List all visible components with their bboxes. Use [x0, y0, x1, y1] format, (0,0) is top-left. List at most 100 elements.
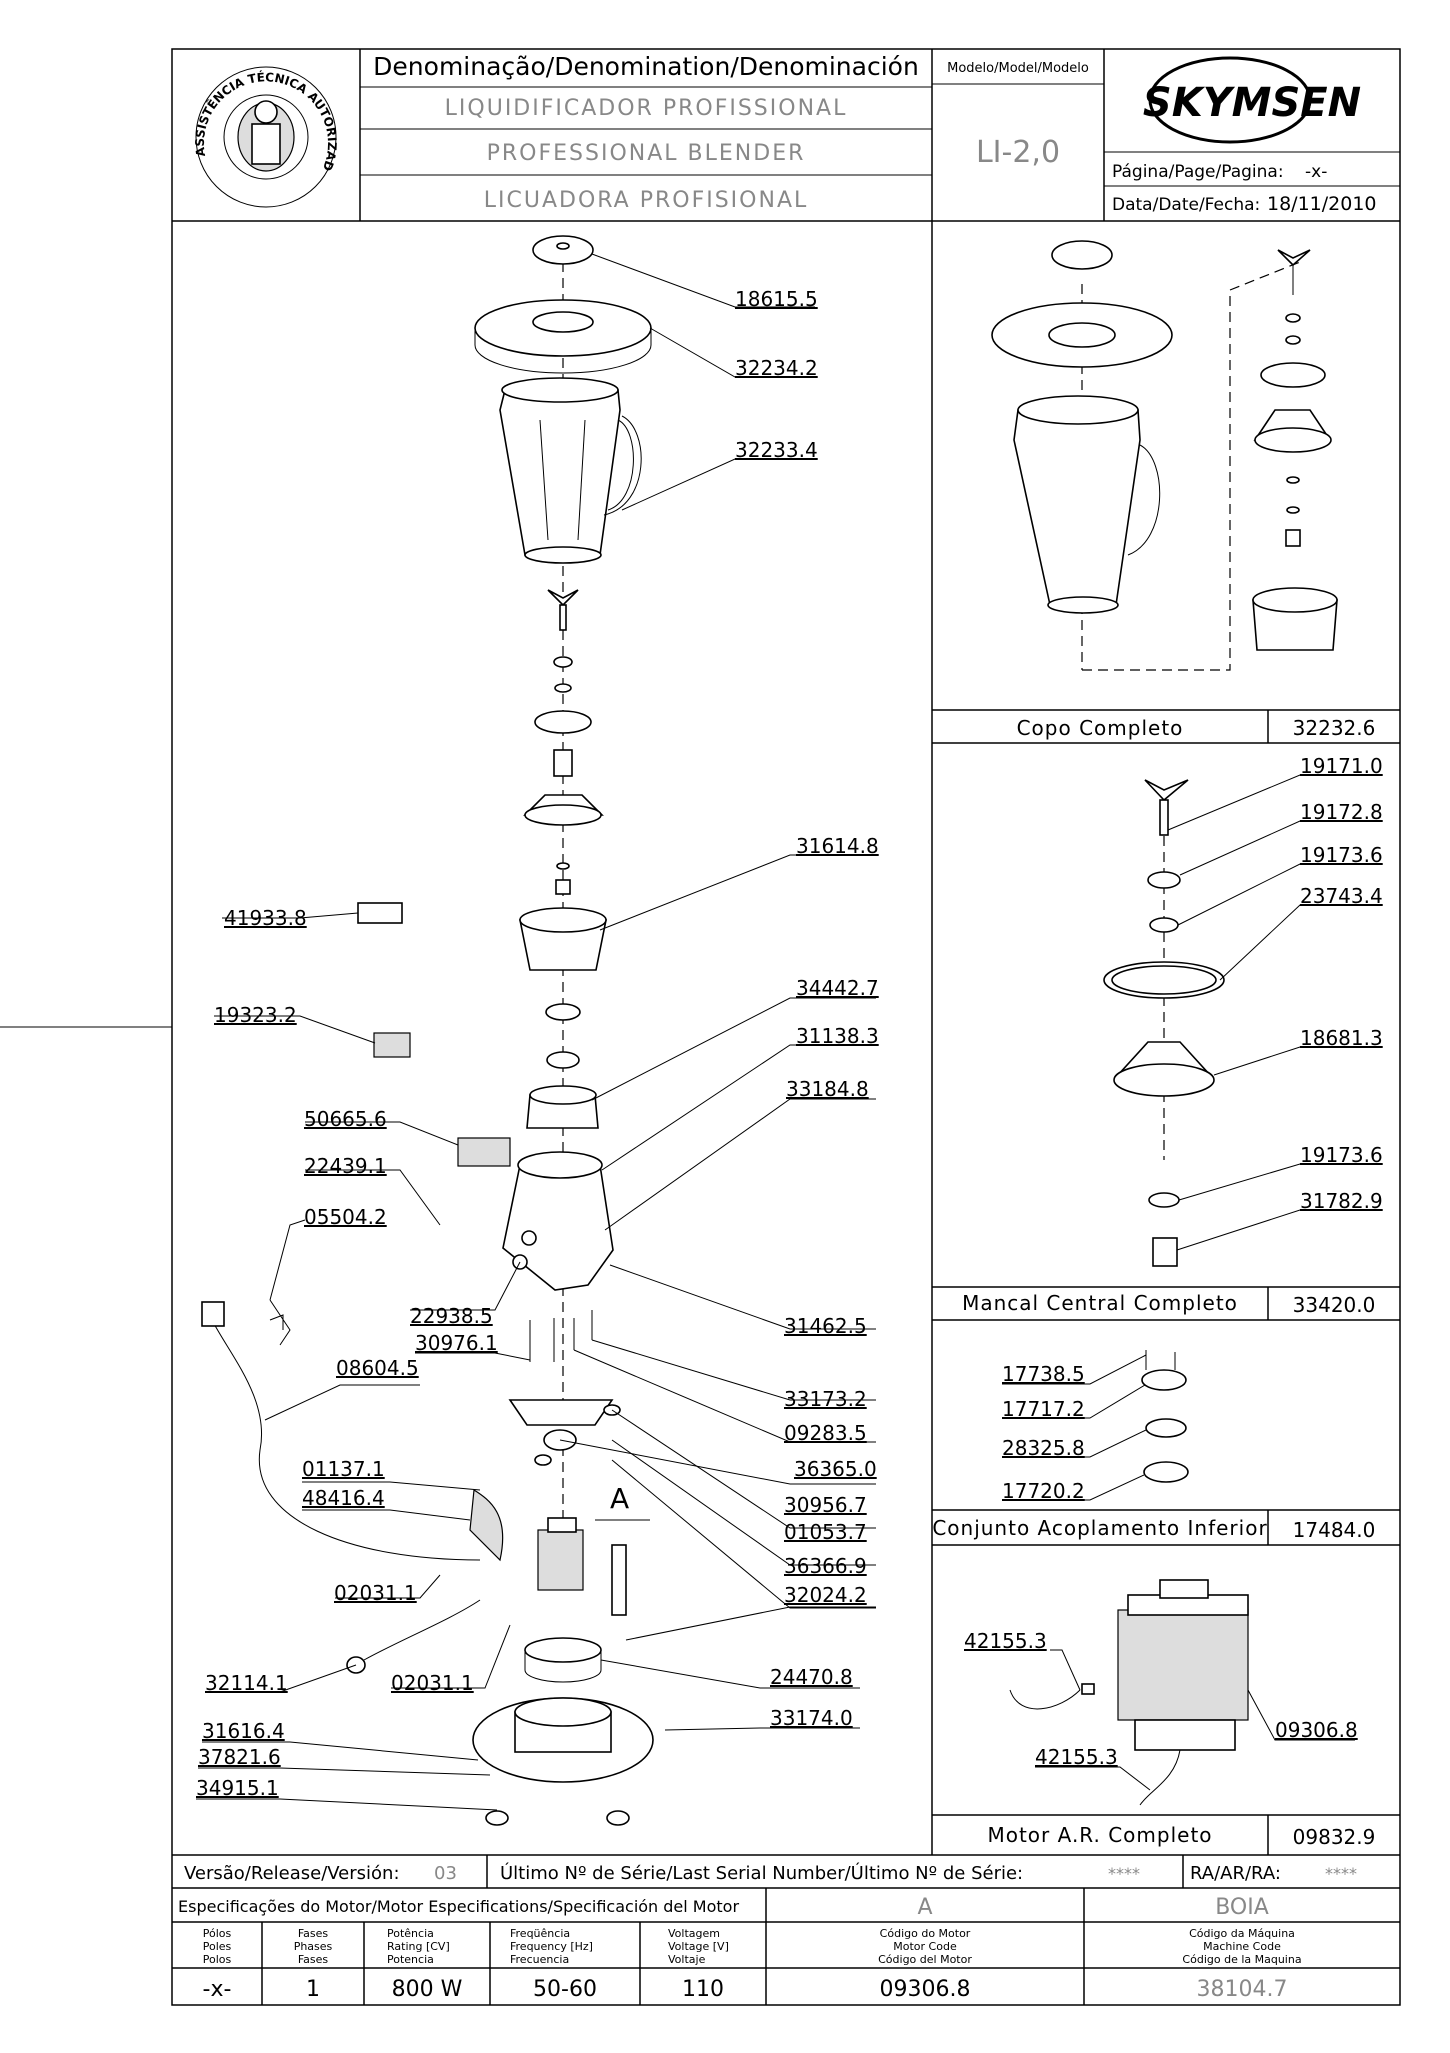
sheet-frame: [171, 48, 1401, 2006]
motor-letter: A: [917, 1895, 932, 1920]
part-number: 36366.9: [784, 1554, 867, 1578]
part-number: 19323.2: [214, 1003, 297, 1027]
part-number: 22938.5: [410, 1304, 493, 1328]
col-header: Voltaje: [668, 1953, 706, 1966]
part-number: 32233.4: [735, 438, 818, 462]
part-number: 33184.8: [786, 1077, 869, 1101]
part-number: 48416.4: [302, 1486, 385, 1510]
mancal-central-drawing: [1103, 779, 1225, 1267]
part-number: 32114.1: [205, 1671, 288, 1695]
part-number: 37821.6: [198, 1745, 281, 1769]
detail-a-label: A: [610, 1482, 629, 1515]
part-number: 34915.1: [196, 1776, 279, 1800]
part-number: 31138.3: [796, 1024, 879, 1048]
mancal-part-labels: 19171.0 19172.8 19173.6 23743.4 18681.3 …: [1300, 754, 1383, 1213]
part-number: 33173.2: [784, 1387, 867, 1411]
part-number: 02031.1: [334, 1581, 417, 1605]
mancal-leaders: [1167, 774, 1380, 1251]
assembly-name: Copo Completo: [1017, 716, 1184, 740]
part-number: 17738.5: [1002, 1362, 1085, 1386]
date-label: Data/Date/Fecha:: [1112, 195, 1260, 215]
part-number: 23743.4: [1300, 884, 1383, 908]
page-value: -x-: [1305, 162, 1327, 182]
col-header: Poles: [203, 1940, 232, 1953]
part-number: 18615.5: [735, 287, 818, 311]
part-number: 31616.4: [202, 1719, 285, 1743]
brand-name: SKYMSEN: [1143, 80, 1361, 126]
part-number: 34442.7: [796, 976, 879, 1000]
ra-value: ****: [1325, 1864, 1357, 1883]
part-number: 28325.8: [1002, 1436, 1085, 1460]
assembly-code: 32232.6: [1293, 716, 1376, 740]
date-value: 18/11/2010: [1267, 193, 1377, 215]
spec-poles: -x-: [203, 1977, 232, 2002]
col-header: Código del Motor: [878, 1953, 972, 1966]
part-number: 19171.0: [1300, 754, 1383, 778]
spec-motor-code: 09306.8: [880, 1977, 971, 2002]
part-number: 41933.8: [224, 906, 307, 930]
part-number: 22439.1: [304, 1154, 387, 1178]
assembly-code: 17484.0: [1293, 1518, 1376, 1542]
part-number: 19173.6: [1300, 843, 1383, 867]
spec-voltage: 110: [682, 1977, 724, 2002]
col-header: Frequency [Hz]: [510, 1940, 593, 1953]
spec-machine-code: 38104.7: [1197, 1977, 1288, 2002]
main-exploded-view: [201, 235, 654, 1826]
spec-frequency: 50-60: [533, 1977, 597, 2002]
part-number: 32024.2: [784, 1583, 867, 1607]
part-number: 01053.7: [784, 1520, 867, 1544]
part-number: 31782.9: [1300, 1189, 1383, 1213]
denomination-es: LICUADORA PROFISIONAL: [484, 188, 809, 213]
main-part-labels: 18615.5 32234.2 32233.4 31614.8 41933.8 …: [196, 287, 879, 1800]
part-number: 05504.2: [304, 1205, 387, 1229]
acoplamento-drawing: 17738.5 17717.2 28325.8 17720.2: [1002, 1350, 1189, 1503]
motor-drawing: 42155.3 09306.8 42155.3: [964, 1579, 1358, 1806]
part-number: 42155.3: [1035, 1745, 1118, 1769]
denomination-pt: LIQUIDIFICADOR PROFISSIONAL: [445, 96, 848, 121]
col-header: Polos: [203, 1953, 232, 1966]
model-value: LI-2,0: [976, 135, 1060, 170]
right-panel-grid: [932, 709, 1400, 1855]
col-header: Fases: [298, 1953, 329, 1966]
spec-column-headers: Pólos Poles Polos Fases Phases Fases Pot…: [203, 1927, 1302, 1966]
denomination-en: PROFESSIONAL BLENDER: [487, 141, 806, 166]
part-number: 24470.8: [770, 1665, 853, 1689]
part-number: 17717.2: [1002, 1397, 1085, 1421]
assembly-code: 09832.9: [1293, 1825, 1376, 1849]
part-number: 36365.0: [794, 1457, 877, 1481]
footer-grid: [172, 1854, 1400, 2005]
col-header: Código de la Maquina: [1182, 1953, 1301, 1966]
title-block: [172, 49, 1400, 1855]
col-header: Phases: [294, 1940, 333, 1953]
page-label: Página/Page/Pagina:: [1112, 162, 1284, 182]
machine-name: BOIA: [1215, 1895, 1269, 1920]
version-value: 03: [434, 1863, 457, 1884]
col-header: Potencia: [387, 1953, 434, 1966]
col-header: Potência: [387, 1927, 434, 1940]
part-number: 42155.3: [964, 1629, 1047, 1653]
part-number: 09306.8: [1275, 1718, 1358, 1742]
part-number: 01137.1: [302, 1457, 385, 1481]
part-number: 18681.3: [1300, 1026, 1383, 1050]
part-number: 31614.8: [796, 834, 879, 858]
part-number: 09283.5: [784, 1421, 867, 1445]
part-number: 30956.7: [784, 1493, 867, 1517]
assembly-name: Mancal Central Completo: [962, 1291, 1238, 1315]
part-number: 19172.8: [1300, 800, 1383, 824]
col-header: Código do Motor: [880, 1927, 971, 1940]
assembly-name: Motor A.R. Completo: [987, 1823, 1212, 1847]
ra-label: RA/AR/RA:: [1190, 1863, 1281, 1884]
col-header: Código da Máquina: [1189, 1927, 1295, 1940]
part-number: 31462.5: [784, 1314, 867, 1338]
col-header: Pólos: [203, 1927, 232, 1940]
part-number: 17720.2: [1002, 1479, 1085, 1503]
copo-completo-drawing: [991, 240, 1338, 671]
part-number: 33174.0: [770, 1706, 853, 1730]
service-badge: ASSISTÊNCIA TÉCNICA AUTORIZADA: [0, 0, 339, 208]
serial-label: Último Nº de Série/Last Serial Number/Úl…: [500, 1862, 1023, 1884]
part-number: 50665.6: [304, 1107, 387, 1131]
assembly-labels: Copo Completo 32232.6 Mancal Central Com…: [932, 716, 1375, 1849]
assembly-code: 33420.0: [1293, 1293, 1376, 1317]
spec-values: -x- 1 800 W 50-60 110 09306.8 38104.7: [203, 1977, 1288, 2002]
